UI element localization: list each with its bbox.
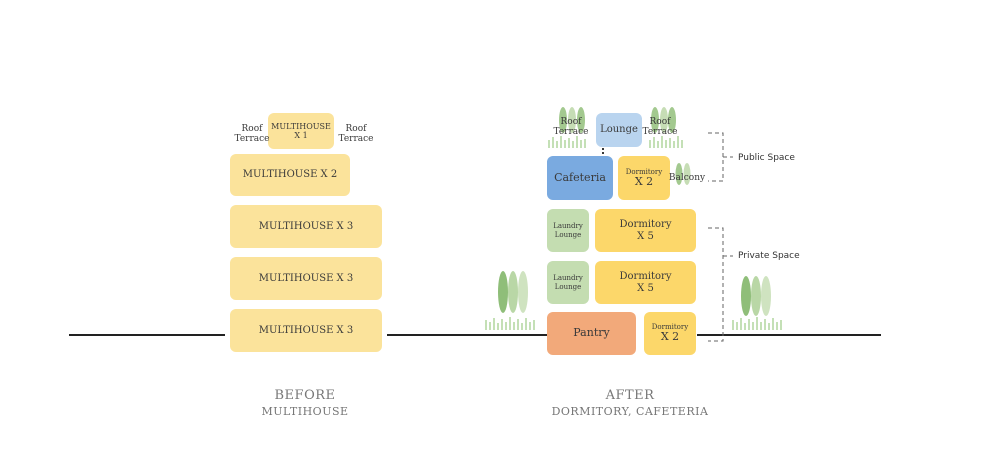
after-dormitory-x2-bottom-small: Dormitory [651,323,689,332]
before-multihouse-x3-c-label: MULTIHOUSE X 3 [258,324,354,336]
after-laundry-lounge-2-label: Laundry Lounge [553,274,583,291]
plant-ground-left-icon [498,271,528,313]
plant-roof-right-icon [651,107,676,133]
private-space-bracket-icon [708,227,733,342]
after-lounge: Lounge [596,113,642,147]
after-pantry: Pantry [547,312,636,355]
grass-roof-left-icon [548,136,586,148]
private-space-label: Private Space [738,251,800,261]
after-caption-title: AFTER [605,388,655,403]
ground-line-between [387,334,547,336]
before-multihouse-x3-b: MULTIHOUSE X 3 [230,257,382,300]
public-space-label: Public Space [738,153,795,163]
before-multihouse-x2: MULTIHOUSE X 2 [230,154,350,196]
after-dormitory-x2-bottom-big: X 2 [660,330,680,344]
before-caption-subtitle: MULTIHOUSE [261,405,349,418]
after-cafeteria: Cafeteria [547,156,613,200]
after-dormitory-x2-top-big: X 2 [634,174,654,188]
after-roof-terrace-left: Roof Terrace [553,117,589,138]
after-lounge-label: Lounge [600,124,638,136]
after-laundry-lounge-2: Laundry Lounge [547,261,589,304]
after-cafeteria-label: Cafeteria [554,170,606,184]
after-caption-subtitle: DORMITORY, CAFETERIA [551,405,709,418]
ground-line-before-left [69,334,225,336]
after-pantry-label: Pantry [573,326,610,340]
before-multihouse-x3-a-label: MULTIHOUSE X 3 [258,220,354,232]
grass-ground-right-icon [732,317,782,330]
grass-roof-right-icon [649,136,683,148]
before-multihouse-x3-b-label: MULTIHOUSE X 3 [258,272,354,284]
grass-ground-left-icon [485,317,535,330]
after-dormitory-x2-top-small: Dormitory [625,167,663,176]
before-multihouse-x3-a: MULTIHOUSE X 3 [230,205,382,248]
after-laundry-lounge-1-label: Laundry Lounge [553,222,583,239]
after-dormitory-x5-a-label: Dormitory X 5 [619,219,672,242]
after-dormitory-x5-a: Dormitory X 5 [595,209,696,252]
after-balcony-label: Balcony [668,173,706,183]
before-roof-terrace-left: Roof Terrace [234,124,270,145]
before-multihouse-x3-c: MULTIHOUSE X 3 [230,309,382,352]
before-multihouse-x2-label: MULTIHOUSE X 2 [242,169,338,181]
before-multihouse-x1: MULTIHOUSE X 1 [268,113,334,149]
ground-line-after-right [697,334,881,336]
after-dormitory-x2-bottom: Dormitory X 2 [644,312,696,355]
after-dormitory-x5-b-label: Dormitory X 5 [619,271,672,294]
after-dormitory-x5-b: Dormitory X 5 [595,261,696,304]
before-caption-title: BEFORE [274,388,336,403]
before-roof-terrace-right: Roof Terrace [338,124,374,145]
after-roof-terrace-right: Roof Terrace [642,117,678,138]
plant-ground-right-icon [741,276,771,316]
before-multihouse-x1-label: MULTIHOUSE X 1 [271,121,331,140]
after-dormitory-x2-top: Dormitory X 2 [618,156,670,200]
plant-balcony-icon [675,163,691,185]
public-space-bracket-icon [708,132,733,182]
plant-roof-left-icon [559,107,585,133]
after-laundry-lounge-1: Laundry Lounge [547,209,589,252]
